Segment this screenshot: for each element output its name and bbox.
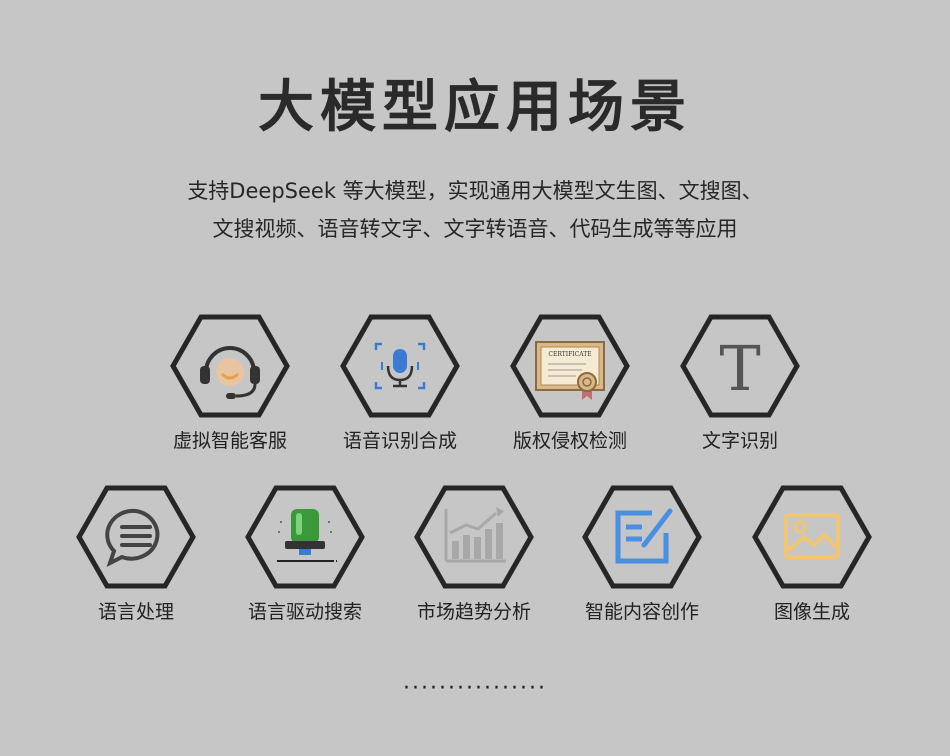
scenario-label: 语言驱动搜索 xyxy=(247,601,362,623)
hexagon-frame xyxy=(414,485,534,589)
scenario-text-recognition[interactable]: T 文字识别 xyxy=(655,314,825,453)
scenario-label: 版权侵权检测 xyxy=(512,430,627,452)
text-t-icon: T xyxy=(719,332,760,405)
scenario-image-generation[interactable]: 图像生成 xyxy=(727,485,897,624)
subtitle: 支持DeepSeek 等大模型，实现通用大模型文生图、文搜图、 文搜视频、语音转… xyxy=(0,172,950,248)
scenario-virtual-service[interactable]: 虚拟智能客服 xyxy=(145,314,315,453)
button-search-icon xyxy=(277,509,337,562)
scenario-speech-recognition[interactable]: 语音识别合成 xyxy=(315,314,485,453)
certificate-text: CERTIFICATE xyxy=(548,351,591,358)
scenario-market-trend-analysis[interactable]: 市场趋势分析 xyxy=(389,485,559,624)
hexagon-frame xyxy=(76,485,196,589)
hexagon-frame xyxy=(582,485,702,589)
microphone-icon xyxy=(374,342,426,390)
scenario-label: 语言处理 xyxy=(97,601,174,623)
subtitle-line-1: 支持DeepSeek 等大模型，实现通用大模型文生图、文搜图、 xyxy=(187,179,763,203)
scenario-content-creation[interactable]: 智能内容创作 xyxy=(557,485,727,624)
hexagon-frame xyxy=(340,314,460,418)
scenario-language-processing[interactable]: 语言处理 xyxy=(51,485,221,624)
hexagon-frame xyxy=(170,314,290,418)
hexagon-frame: CERTIFICATE xyxy=(510,314,630,418)
chat-bubble-icon xyxy=(105,508,160,567)
scenario-copyright-detection[interactable]: CERTIFICATE 版权侵权检测 xyxy=(485,314,655,453)
scenario-label: 虚拟智能客服 xyxy=(172,430,287,452)
scenario-label: 语音识别合成 xyxy=(342,430,457,452)
hexagon-frame: T xyxy=(680,314,800,418)
footer-dots: ················ xyxy=(403,676,547,701)
image-icon xyxy=(784,513,840,559)
scenario-label: 文字识别 xyxy=(701,430,778,452)
page-title: 大模型应用场景 xyxy=(258,75,692,140)
certificate-icon: CERTIFICATE xyxy=(535,341,605,400)
hexagon-frame xyxy=(245,485,365,589)
edit-document-icon xyxy=(615,508,673,564)
scenario-language-driven-search[interactable]: 语言驱动搜索 xyxy=(220,485,390,624)
scenario-label: 市场趋势分析 xyxy=(416,601,531,623)
bar-chart-icon xyxy=(444,507,506,563)
headset-icon xyxy=(200,346,260,399)
scenario-label: 智能内容创作 xyxy=(584,601,699,623)
hexagon-frame xyxy=(752,485,872,589)
subtitle-line-2: 文搜视频、语音转文字、文字转语音、代码生成等等应用 xyxy=(212,217,738,241)
scenario-label: 图像生成 xyxy=(773,601,850,623)
